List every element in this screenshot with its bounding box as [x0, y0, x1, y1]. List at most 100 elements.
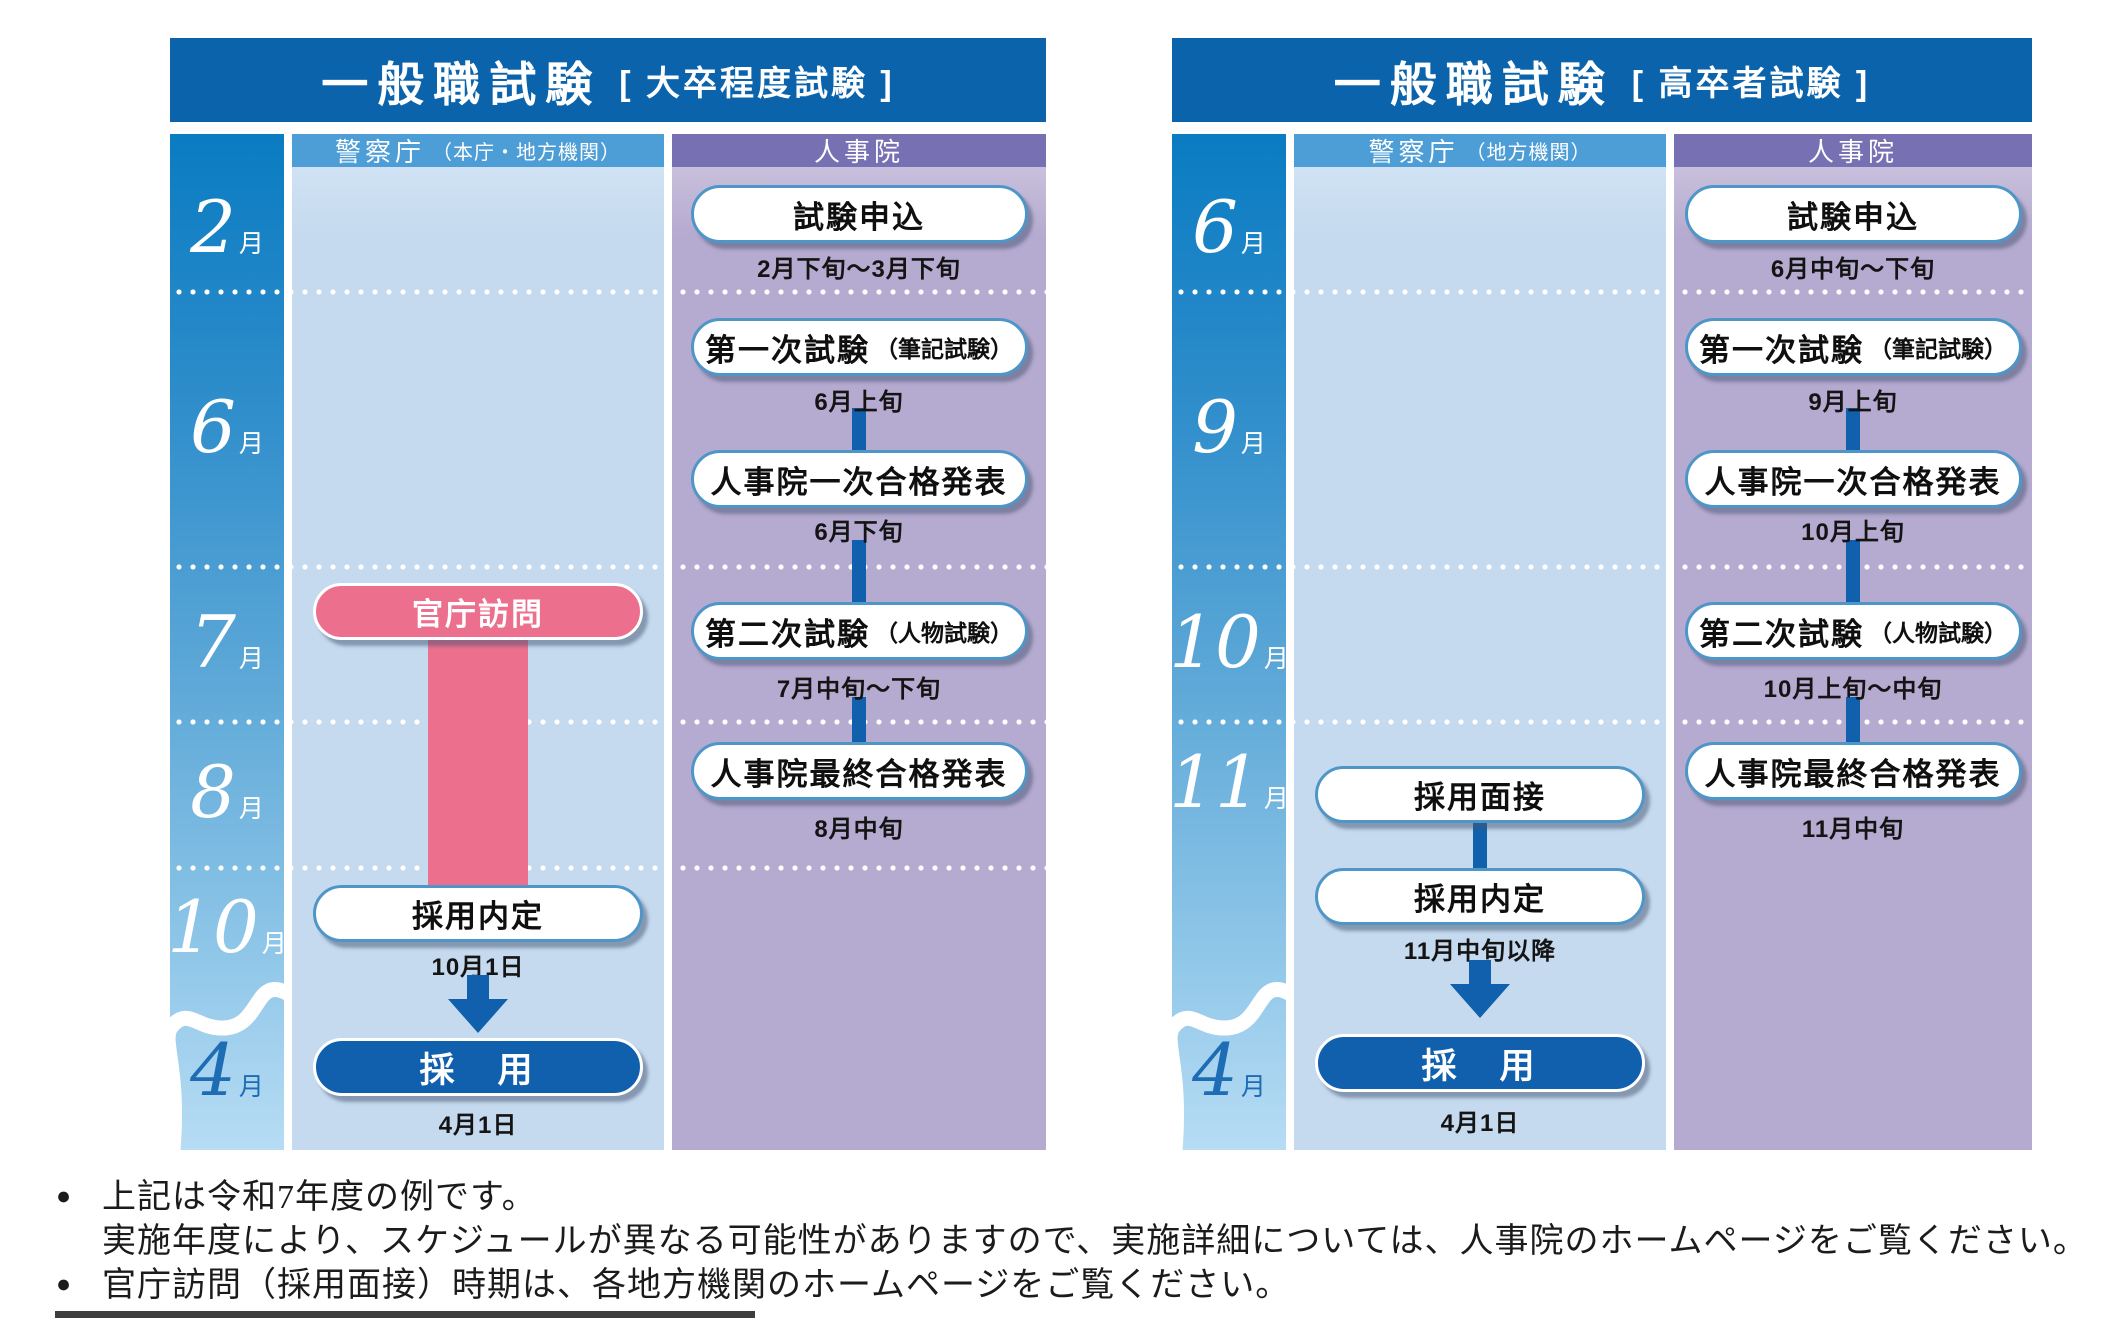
- month-number: 11: [1172, 740, 1261, 825]
- bullet-icon: ●: [56, 1270, 72, 1298]
- month-number: 7: [190, 600, 236, 685]
- month-number: 10: [1172, 600, 1261, 685]
- event-date: 7月中旬～下旬: [776, 676, 942, 703]
- event-date: 4月1日: [1440, 1110, 1520, 1137]
- down-arrow-icon: [1448, 960, 1512, 1020]
- event-pill-sublabel: （筆記試験）: [1869, 336, 2007, 362]
- month-unit: 月: [238, 645, 264, 674]
- footnotes: ● 上記は令和7年度の例です。 実施年度により、スケジュールが異なる可能性があり…: [56, 1176, 2112, 1308]
- exam-title-bar: 一般職試験 [ 大卒程度試験 ]: [170, 38, 1046, 122]
- exam-title-sub: [ 大卒程度試験 ]: [619, 64, 895, 103]
- event-date: 10月上旬: [1801, 519, 1905, 546]
- event-pill-label: 第二次試験: [1699, 616, 1864, 652]
- event-pill-label: 試験申込: [793, 199, 925, 235]
- note-line: ● 上記は令和7年度の例です。: [56, 1176, 2112, 1220]
- event-pill-sublabel: （筆記試験）: [875, 336, 1013, 362]
- note-text: 官庁訪問（採用面接）時期は、各地方機関のホームページをご覧ください。: [102, 1266, 1291, 1304]
- exam-title-main: 一般職試験: [321, 57, 602, 111]
- event-date: 10月上旬～中旬: [1763, 676, 1943, 703]
- npa-header-label: 人事院: [1807, 137, 1898, 167]
- month-number: 6: [190, 385, 236, 470]
- month-unit: 月: [1263, 645, 1286, 674]
- flow-connector: [1473, 822, 1487, 868]
- event-pill: 官庁訪問: [313, 583, 643, 640]
- event-pill: 試験申込: [690, 185, 1028, 243]
- month-number: 4: [1192, 1028, 1238, 1113]
- month-number: 10: [170, 885, 259, 970]
- npa-column-header: 人事院: [1674, 134, 2032, 167]
- flow-connector: [1846, 408, 1860, 450]
- event-pill: 人事院一次合格発表: [1684, 450, 2022, 508]
- month-divider-dotted-line: [170, 289, 1046, 295]
- month-divider-dotted-line: [1172, 564, 2032, 570]
- month-unit: 月: [1240, 430, 1266, 459]
- wave-separator: [1172, 982, 1286, 1150]
- event-pill: 人事院一次合格発表: [690, 450, 1028, 508]
- event-pill-label: 第二次試験: [705, 616, 870, 652]
- event-pill-sublabel: （人物試験）: [875, 620, 1013, 646]
- month-unit: 月: [238, 230, 264, 259]
- event-pill-label: 試験申込: [1787, 199, 1919, 235]
- exam-title-main: 一般職試験: [1333, 57, 1614, 111]
- agency-header-label: 警察庁: [334, 137, 425, 167]
- exam-title-bar: 一般職試験 [ 高卒者試験 ]: [1172, 38, 2032, 122]
- event-pill: 採用内定: [1315, 868, 1645, 925]
- month-divider-dotted-line: [170, 564, 1046, 570]
- agency-header-sublabel: （本庁・地方機関）: [432, 142, 621, 164]
- flow-connector: [852, 540, 866, 602]
- month-unit: 月: [1240, 1073, 1266, 1102]
- event-pill: 第一次試験（筆記試験）: [1684, 318, 2022, 376]
- note-text: 実施年度により、スケジュールが異なる可能性がありますので、実施詳細については、人…: [102, 1222, 2088, 1260]
- event-pill: 採 用: [313, 1038, 643, 1096]
- agency-header-label: 警察庁: [1368, 137, 1459, 167]
- month-divider-dotted-line: [170, 719, 1046, 725]
- event-pill: 試験申込: [1684, 185, 2022, 243]
- bullet-spacer: [56, 1220, 102, 1225]
- event-date: 6月中旬～下旬: [1770, 256, 1936, 283]
- note-line: ● 官庁訪問（採用面接）時期は、各地方機関のホームページをご覧ください。: [56, 1264, 2112, 1308]
- month-unit: 月: [238, 795, 264, 824]
- month-number: 9: [1192, 385, 1238, 470]
- npa-header-label: 人事院: [813, 137, 904, 167]
- event-date: 6月下旬: [814, 519, 904, 546]
- month-unit: 月: [1240, 230, 1266, 259]
- event-pill: 人事院最終合格発表: [690, 742, 1028, 800]
- month-divider-dotted-line: [1172, 719, 2032, 725]
- event-pill: 採用内定: [313, 885, 643, 942]
- event-pill: 採 用: [1315, 1034, 1645, 1092]
- month-unit: 月: [1263, 785, 1286, 814]
- event-pill: 人事院最終合格発表: [1684, 742, 2022, 800]
- event-date: 8月中旬: [814, 816, 904, 843]
- event-pill-label: 採用内定: [412, 899, 544, 934]
- event-pill-label: 人事院最終合格発表: [710, 756, 1008, 792]
- event-pill: 第二次試験（人物試験）: [1684, 602, 2022, 660]
- note-text: 上記は令和7年度の例です。: [102, 1179, 537, 1216]
- down-arrow-icon: [446, 975, 510, 1035]
- event-pill-label: 人事院一次合格発表: [710, 464, 1008, 500]
- month-unit: 月: [238, 430, 264, 459]
- event-pill-label: 第一次試験: [1699, 332, 1864, 368]
- event-date: 2月下旬～3月下旬: [757, 256, 961, 283]
- event-pill-label: 採用内定: [1414, 882, 1546, 917]
- event-date: 11月中旬: [1801, 816, 1905, 843]
- event-pill-label: 官庁訪問: [412, 597, 544, 632]
- bottom-crop-line: [55, 1311, 755, 1318]
- flow-connector: [852, 697, 866, 742]
- event-pill-label: 人事院一次合格発表: [1704, 464, 2002, 500]
- wave-separator: [170, 982, 284, 1150]
- flow-connector: [1846, 540, 1860, 602]
- bullet-icon: ●: [56, 1183, 72, 1210]
- event-pill-label: 採用面接: [1414, 780, 1546, 815]
- event-pill-label: 採 用: [1421, 1046, 1539, 1086]
- month-divider-dotted-line: [1172, 289, 2032, 295]
